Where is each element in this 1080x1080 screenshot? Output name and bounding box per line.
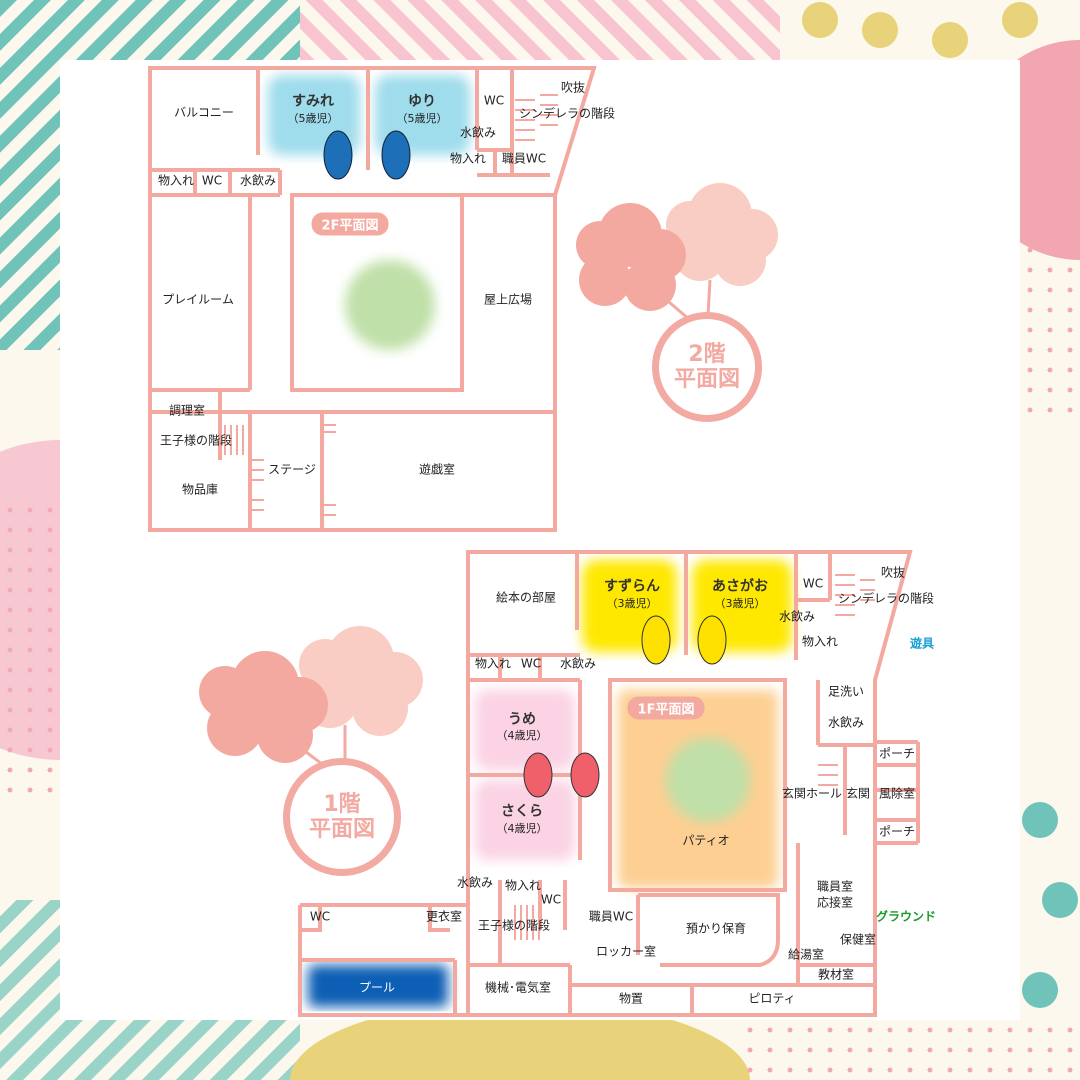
room-water4: 水飲み [456, 875, 494, 890]
room-wc: WC [802, 576, 824, 591]
room-suzuran: すずらん [604, 578, 660, 595]
floor1-badge: 1F平面図 [627, 696, 705, 720]
floor1-title-circle: 1階平面図 [283, 758, 401, 876]
room-kettle: 給湯室 [787, 947, 825, 962]
floor2-title-circle: 2階平面図 [652, 312, 762, 422]
room-water: 水飲み [778, 609, 816, 624]
room-wc2: WC [520, 656, 542, 671]
room-balcony: バルコニー [174, 105, 234, 120]
room-playroom: プレイルーム [162, 292, 234, 307]
room-storage: 物入れ [449, 151, 487, 166]
floor2-badge: 2F平面図 [311, 212, 389, 236]
room-patio: パティオ [682, 833, 730, 848]
room-yugi: 遊戯室 [418, 462, 456, 477]
room-sakura: さくら [501, 803, 543, 820]
floor2-title-line1: 2階 [688, 341, 726, 367]
room-asagao: あさがお [712, 578, 768, 595]
room-machine: 機械･電気室 [484, 980, 552, 995]
room-windbreak: 風除室 [878, 786, 916, 801]
room-porch1: ポーチ [878, 746, 916, 761]
room-fukinuke: 吹抜 [560, 80, 586, 95]
room-prince-stairs: 王子様の階段 [477, 918, 551, 933]
room-storage2: 物入れ [474, 656, 512, 671]
room-sakura-age: （4歳児） [496, 822, 548, 836]
room-storage2: 物入れ [157, 173, 195, 188]
room-sumire: すみれ [292, 93, 334, 110]
room-water2: 水飲み [559, 656, 597, 671]
room-health: 保健室 [839, 932, 877, 947]
room-picturebook: 絵本の部屋 [495, 590, 557, 605]
room-stage: ステージ [268, 462, 316, 477]
room-ume: うめ [508, 711, 536, 728]
label-ground: グラウンド [875, 909, 937, 924]
room-kitchen: 調理室 [168, 403, 206, 418]
room-daycare: 預かり保育 [685, 921, 747, 936]
room-piloti: ピロティ [748, 991, 796, 1006]
room-wc: WC [483, 93, 505, 108]
room-staff-wc: 職員WC [588, 909, 634, 924]
label-playground-equipment: 遊具 [909, 636, 935, 651]
room-water3: 水飲み [827, 715, 865, 730]
elephant-pink-icons [523, 752, 600, 798]
room-ume-age: （4歳児） [496, 729, 548, 743]
floor1-title-line2: 平面図 [308, 817, 375, 842]
room-storage4: 物置 [618, 991, 644, 1006]
room-cinderella-stairs: シンデレラの階段 [518, 106, 616, 121]
room-entrance-hall: 玄関ホール [781, 786, 843, 801]
room-cinderella-stairs: シンデレラの階段 [837, 591, 935, 606]
room-entrance: 玄関 [845, 786, 871, 801]
room-water: 水飲み [459, 125, 497, 140]
floor2-title-line2: 平面図 [673, 367, 740, 392]
room-storage3: 物入れ [504, 878, 542, 893]
room-porch2: ポーチ [878, 824, 916, 839]
elephant-blue-icons [323, 130, 411, 180]
room-pool-wc: WC [309, 909, 331, 924]
room-sumire-age: （5歳児） [287, 112, 339, 126]
room-storage: 物入れ [801, 634, 839, 649]
room-staff-wc: 職員WC [501, 151, 547, 166]
room-water2: 水飲み [239, 173, 277, 188]
room-yuri: ゆり [408, 93, 436, 110]
room-fukinuke: 吹抜 [880, 565, 906, 580]
elephant-yellow-icons [641, 615, 727, 665]
room-goods: 物品庫 [181, 482, 219, 497]
room-staffroom: 職員室 [816, 879, 854, 894]
room-prince-stairs: 王子様の階段 [159, 433, 233, 448]
room-yuri-age: （5歳児） [396, 112, 448, 126]
room-changing: 更衣室 [425, 909, 463, 924]
room-wc2: WC [201, 173, 223, 188]
room-footwash: 足洗い [827, 684, 865, 699]
room-wc3: WC [540, 892, 562, 907]
room-materials: 教材室 [817, 967, 855, 982]
room-asagao-age: （3歳児） [714, 597, 766, 611]
floor1-title-line1: 1階 [323, 791, 361, 817]
room-locker: ロッカー室 [595, 944, 657, 959]
room-rooftop: 屋上広場 [483, 292, 533, 307]
room-reception: 応接室 [816, 895, 854, 910]
room-suzuran-age: （3歳児） [606, 597, 658, 611]
room-pool: プール [358, 980, 396, 995]
